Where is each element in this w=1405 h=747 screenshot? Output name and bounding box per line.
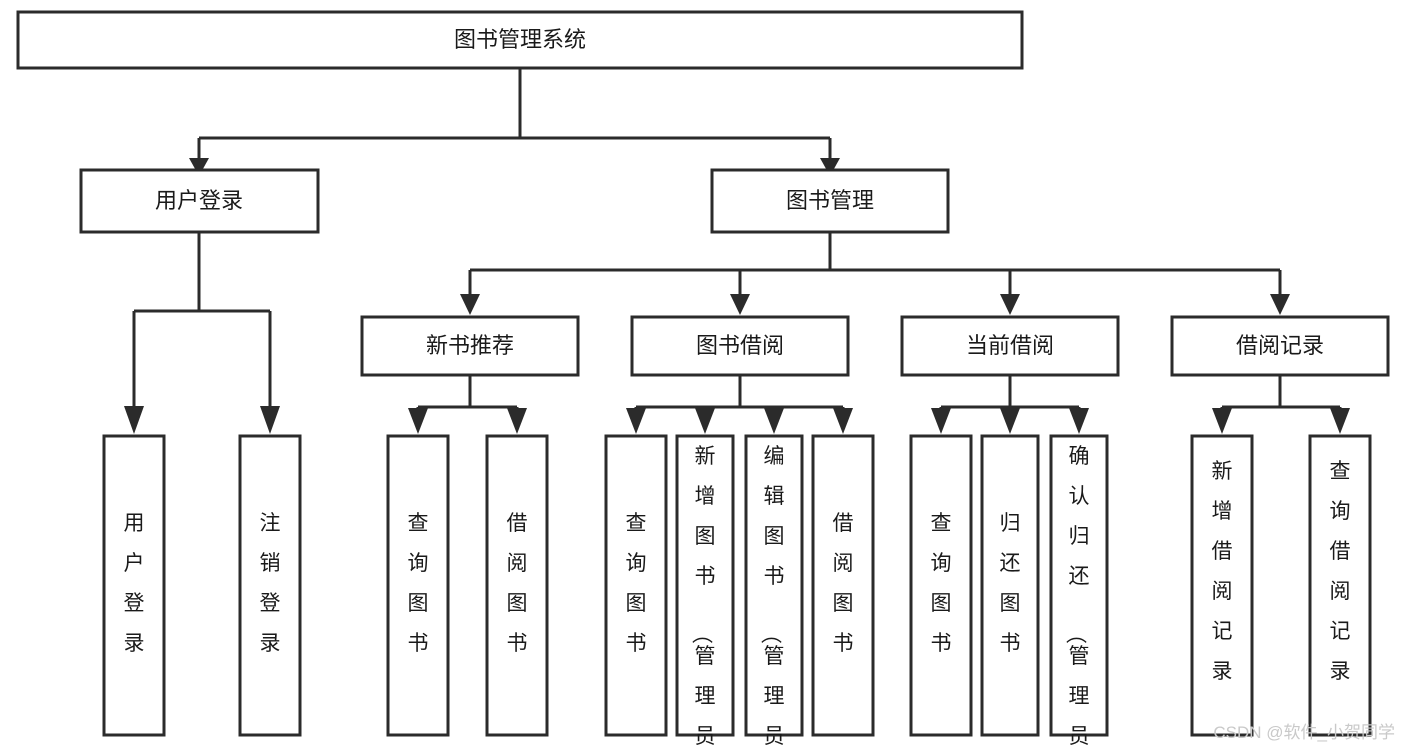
- edge-bookborrow-bus: [634, 375, 845, 412]
- node-leaf-return-book-box[interactable]: [980, 434, 1040, 737]
- edge-root-bus: [197, 68, 832, 160]
- arrowhead-leaf-query-book-b: [626, 408, 646, 434]
- node-leaf-query-book-c[interactable]: 查询图书: [909, 434, 973, 737]
- node-leaf-user-login-label: 用户登录: [124, 512, 145, 655]
- edge-borrowrecord-bus: [1220, 375, 1342, 412]
- node-root[interactable]: 图书管理系统: [16, 10, 1024, 70]
- arrowhead-leaf-borrow-book-b: [833, 408, 853, 434]
- node-leaf-return-book-label: 归还图书: [1000, 512, 1021, 655]
- node-leaf-borrow-book-b-box[interactable]: [811, 434, 875, 737]
- node-user-login-label: 用户登录: [155, 188, 243, 213]
- edge-currentborrow-bus: [939, 375, 1081, 412]
- arrowhead-leaf-confirm-return: [1069, 408, 1089, 434]
- node-book-borrow-box[interactable]: [630, 315, 850, 377]
- node-leaf-query-record-label: 查询借阅记录: [1330, 460, 1351, 683]
- node-leaf-query-record-box[interactable]: [1308, 434, 1372, 737]
- node-leaf-add-record-label: 新增借阅记录: [1212, 460, 1233, 683]
- node-book-manage-box[interactable]: [710, 168, 950, 234]
- node-leaf-add-book-box[interactable]: [675, 434, 735, 737]
- node-leaf-query-record[interactable]: 查询借阅记录: [1308, 434, 1372, 737]
- node-user-login[interactable]: 用户登录: [79, 168, 320, 234]
- node-leaf-return-book[interactable]: 归还图书: [980, 434, 1040, 737]
- node-borrow-record[interactable]: 借阅记录: [1170, 315, 1390, 377]
- node-root-box[interactable]: [16, 10, 1024, 70]
- node-leaf-confirm-return-box[interactable]: [1049, 434, 1109, 737]
- node-leaf-query-book-a[interactable]: 查询图书: [386, 434, 450, 737]
- node-leaf-add-record[interactable]: 新增借阅记录: [1190, 434, 1254, 737]
- node-book-manage-label: 图书管理: [786, 188, 874, 213]
- arrowhead-leaf-borrow-book-a: [507, 408, 527, 434]
- node-leaf-edit-book-box[interactable]: [744, 434, 804, 737]
- node-leaf-add-record-box[interactable]: [1190, 434, 1254, 737]
- node-book-borrow-label: 图书借阅: [696, 333, 784, 358]
- edge-bookmanage-bus: [468, 232, 1282, 296]
- csdn-watermark: CSDN @软件_小贺同学: [1213, 723, 1395, 742]
- edge-newbookrec-bus: [416, 375, 519, 412]
- arrowhead-leaf-query-book-a: [408, 408, 428, 434]
- arrowhead-current-borrow: [1000, 294, 1020, 315]
- arrowhead-leaf-add-book: [695, 408, 715, 434]
- node-book-manage[interactable]: 图书管理: [710, 168, 950, 234]
- node-user-login-box[interactable]: [79, 168, 320, 234]
- arrowhead-borrow-record: [1270, 294, 1290, 315]
- node-leaf-query-book-b-box[interactable]: [604, 434, 668, 737]
- node-leaf-query-book-b[interactable]: 查询图书: [604, 434, 668, 737]
- node-leaf-add-book[interactable]: 新增图书（管理员）: [675, 434, 735, 747]
- node-borrow-record-label: 借阅记录: [1236, 333, 1324, 358]
- node-leaf-user-login[interactable]: 用户登录: [102, 434, 166, 737]
- arrowhead-book-borrow: [730, 294, 750, 315]
- node-leaf-borrow-book-a-box[interactable]: [485, 434, 549, 737]
- node-leaf-borrow-book-a-label: 借阅图书: [507, 512, 528, 655]
- node-new-book-rec[interactable]: 新书推荐: [360, 315, 580, 377]
- node-leaf-query-book-a-box[interactable]: [386, 434, 450, 737]
- node-leaf-borrow-book-a[interactable]: 借阅图书: [485, 434, 549, 737]
- node-leaf-edit-book-label: 编辑图书（管理员）: [759, 445, 785, 747]
- node-leaf-edit-book[interactable]: 编辑图书（管理员）: [744, 434, 804, 747]
- node-leaf-add-book-label: 新增图书（管理员）: [690, 445, 716, 747]
- node-leaf-query-book-c-box[interactable]: [909, 434, 973, 737]
- node-leaf-logout-label: 注销登录: [260, 512, 281, 655]
- node-new-book-rec-box[interactable]: [360, 315, 580, 377]
- node-current-borrow-label: 当前借阅: [966, 333, 1054, 358]
- arrowhead-leaf-add-record: [1212, 408, 1232, 434]
- arrowhead-book-manage: [820, 158, 840, 176]
- node-current-borrow[interactable]: 当前借阅: [900, 315, 1120, 377]
- node-leaf-user-login-box[interactable]: [102, 434, 166, 737]
- node-leaf-confirm-return[interactable]: 确认归还（管理员）: [1049, 434, 1109, 747]
- node-leaf-logout-box[interactable]: [238, 434, 302, 737]
- arrowhead-leaf-edit-book: [764, 408, 784, 434]
- node-leaf-query-book-c-label: 查询图书: [931, 512, 952, 655]
- connector-layer: [124, 68, 1350, 434]
- arrowhead-leaf-logout: [260, 406, 280, 434]
- arrowhead-leaf-query-book-c: [931, 408, 951, 434]
- node-leaf-borrow-book-b[interactable]: 借阅图书: [811, 434, 875, 737]
- node-leaf-borrow-book-b-label: 借阅图书: [833, 512, 854, 655]
- arrowhead-user-login: [189, 158, 209, 176]
- arrowhead-leaf-query-record: [1330, 408, 1350, 434]
- node-new-book-rec-label: 新书推荐: [426, 333, 514, 358]
- node-book-borrow[interactable]: 图书借阅: [630, 315, 850, 377]
- node-leaf-query-book-b-label: 查询图书: [626, 512, 647, 655]
- node-current-borrow-box[interactable]: [900, 315, 1120, 377]
- node-leaf-logout[interactable]: 注销登录: [238, 434, 302, 737]
- arrowhead-new-book-rec: [460, 294, 480, 315]
- node-root-label: 图书管理系统: [454, 27, 586, 52]
- arrowhead-leaf-user-login: [124, 406, 144, 434]
- arrowhead-leaf-return-book: [1000, 408, 1020, 434]
- node-borrow-record-box[interactable]: [1170, 315, 1390, 377]
- node-leaf-query-book-a-label: 查询图书: [408, 512, 429, 655]
- edge-userlogin-bus: [132, 232, 272, 408]
- node-leaf-confirm-return-label: 确认归还（管理员）: [1064, 445, 1090, 747]
